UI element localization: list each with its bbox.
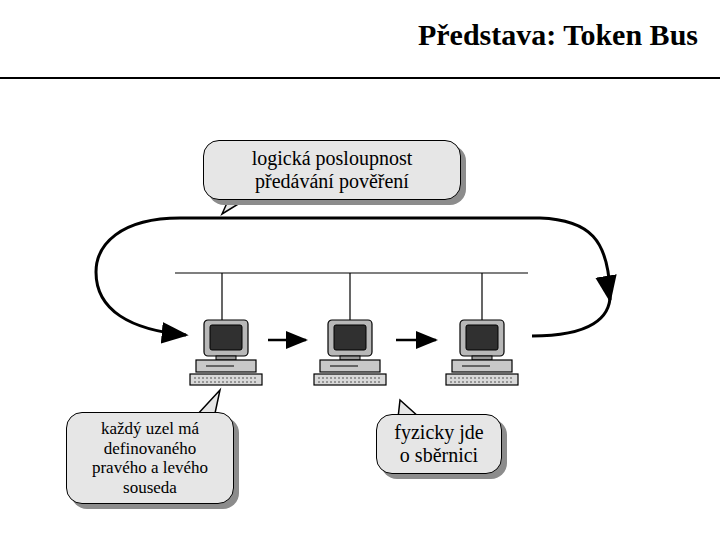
slide-title: Představa: Token Bus [418,18,698,52]
callout-bubble: logická posloupnost předávání pověření [203,140,461,200]
callout-text: fyzicky jde o sběrnici [389,421,489,467]
callout-text: každý uzel má definovaného pravého a lev… [79,419,221,497]
callout-bubble: fyzicky jde o sběrnici [376,414,502,474]
callout-text: logická posloupnost předávání pověření [216,147,448,193]
callout-bubble: každý uzel má definovaného pravého a lev… [66,412,234,504]
